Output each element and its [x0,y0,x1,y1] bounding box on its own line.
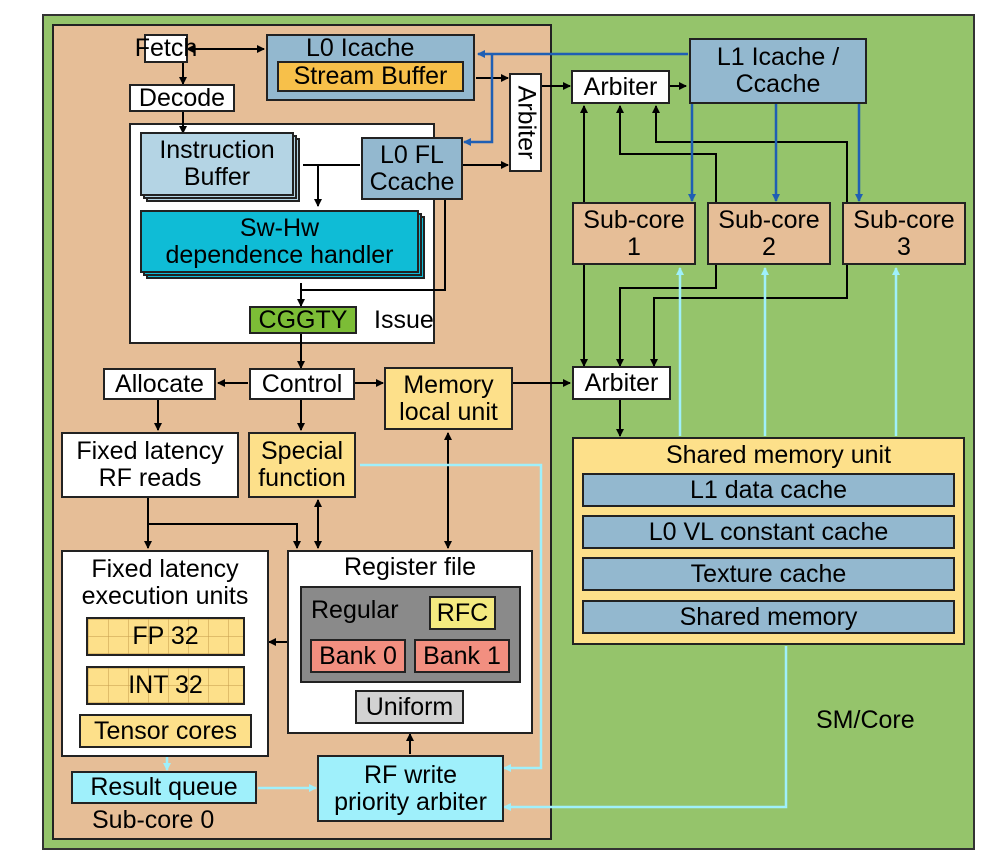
special-function-line2: function [258,464,346,492]
subcore-1: Sub-core 1 [572,202,696,265]
l1-data-cache-label: L1 data cache [689,475,848,504]
subcore-2-line1: Sub-core [718,205,820,234]
decode-label: Decode [138,83,226,112]
int32-unit: INT 32 [86,666,245,705]
bank-1: Bank 1 [414,639,510,673]
l0-vl-constant-cache: L0 VL constant cache [582,515,955,549]
subcore-3-line2: 3 [897,232,911,261]
exec-units-title-line2: execution units [81,582,249,610]
shared-memory: Shared memory [582,600,955,634]
l1-data-cache: L1 data cache [582,473,955,507]
l0-icache-label: L0 Icache [306,34,415,62]
memory-arbiter-label: Arbiter [584,368,659,397]
subcore-0-label: Sub-core 0 [92,806,215,834]
memory-arbiter: Arbiter [572,366,671,400]
fetch-label: Fetch [134,34,198,62]
shared-memory-unit-title: Shared memory unit [665,441,892,469]
wire-subcore3-toparbiter [652,105,848,202]
dependence-handler-line1: Sw-Hw [239,213,320,242]
bank-1-label: Bank 1 [423,641,501,670]
memory-local-unit: Memory local unit [384,367,513,430]
subcore-3-line1: Sub-core [853,205,955,234]
l0-fl-ccache-line1: L0 FL [380,140,444,169]
rfc-label: RFC [436,598,489,627]
subcore-1-line1: Sub-core [583,205,685,234]
fixed-latency-rf-reads: Fixed latency RF reads [61,432,239,498]
stream-buffer-label: Stream Buffer [293,62,448,90]
memory-local-line1: Memory [403,370,494,399]
top-arbiter-label: Arbiter [583,72,658,101]
dependence-handler-line2: dependence handler [165,240,394,269]
special-function-unit: Special function [248,432,356,498]
fetch-unit-box: Fetch [135,34,197,63]
decode-unit: Decode [129,84,235,112]
l1-icache-line1: L1 Icache / [716,43,840,71]
regular-label: Regular [311,596,399,624]
fp32-label: FP 32 [132,622,199,650]
fp32-unit: FP 32 [86,617,245,656]
texture-cache: Texture cache [582,557,955,591]
rf-reads-line2: RF reads [98,464,202,492]
l0-vl-constant-cache-label: L0 VL constant cache [648,517,889,546]
allocate-label: Allocate [115,369,204,398]
instruction-buffer: Instruction Buffer [140,132,294,196]
exec-units-title: Fixed latency execution units [61,556,269,610]
l0-fl-ccache: L0 FL Ccache [361,137,463,200]
l1-icache-line2: Ccache [735,70,821,98]
special-function-line1: Special [261,437,343,465]
rf-reads-line1: Fixed latency [76,437,224,465]
tensor-cores-label: Tensor cores [93,716,238,745]
bank-0: Bank 0 [310,639,406,673]
control-unit: Control [249,368,355,400]
subcore-3: Sub-core 3 [842,202,966,265]
uniform-registers: Uniform [355,690,464,724]
rfc-cache: RFC [429,596,496,630]
top-arbiter: Arbiter [571,70,670,104]
cggty-label: CGGTY [258,305,348,334]
rf-write-priority-arbiter: RF write priority arbiter [317,755,504,822]
texture-cache-label: Texture cache [690,559,847,588]
result-queue: Result queue [71,771,257,804]
wire-special-rfwrite [360,463,543,772]
subcore-2: Sub-core 2 [707,202,831,265]
exec-units-title-line1: Fixed latency [91,555,239,583]
wire-l1-l0ccache [463,54,494,146]
icache-arbiter: Arbiter [509,73,542,172]
icache-arbiter-label: Arbiter [512,85,541,160]
subcore-2-line2: 2 [762,232,776,261]
memory-local-line2: local unit [399,397,498,426]
bank-0-label: Bank 0 [319,641,397,670]
stream-buffer: Stream Buffer [277,61,464,92]
instruction-buffer-line1: Instruction [159,136,275,164]
l1-icache-ccache: L1 Icache / Ccache [689,38,867,104]
wire-subcore3-memarbiter [650,265,848,367]
dependence-handler: Sw-Hw dependence handler [140,210,419,273]
subcore-1-line2: 1 [627,232,641,261]
rf-write-line2: priority arbiter [334,787,487,816]
l0-fl-ccache-line2: Ccache [369,167,455,196]
shared-memory-label: Shared memory [679,602,858,631]
control-label: Control [261,369,343,398]
allocate-unit: Allocate [103,368,216,400]
uniform-label: Uniform [365,692,454,721]
wire-subcore2-toparbiter [616,105,717,202]
int32-label: INT 32 [128,671,203,699]
wire-rfreads-regfile [148,523,301,549]
result-queue-label: Result queue [90,773,238,801]
wire-subcore2-memarbiter [616,265,717,367]
cggty-scheduler: CGGTY [249,306,357,334]
instruction-buffer-line2: Buffer [183,163,251,191]
register-file-title: Register file [344,553,476,581]
wire-ccache-cggty [301,199,446,291]
tensor-cores-unit: Tensor cores [79,714,252,748]
issue-label: Issue [374,306,434,334]
wire-shared-rfwrite [503,646,788,811]
sm-core-label: SM/Core [816,706,915,734]
rf-write-line1: RF write [363,760,458,789]
